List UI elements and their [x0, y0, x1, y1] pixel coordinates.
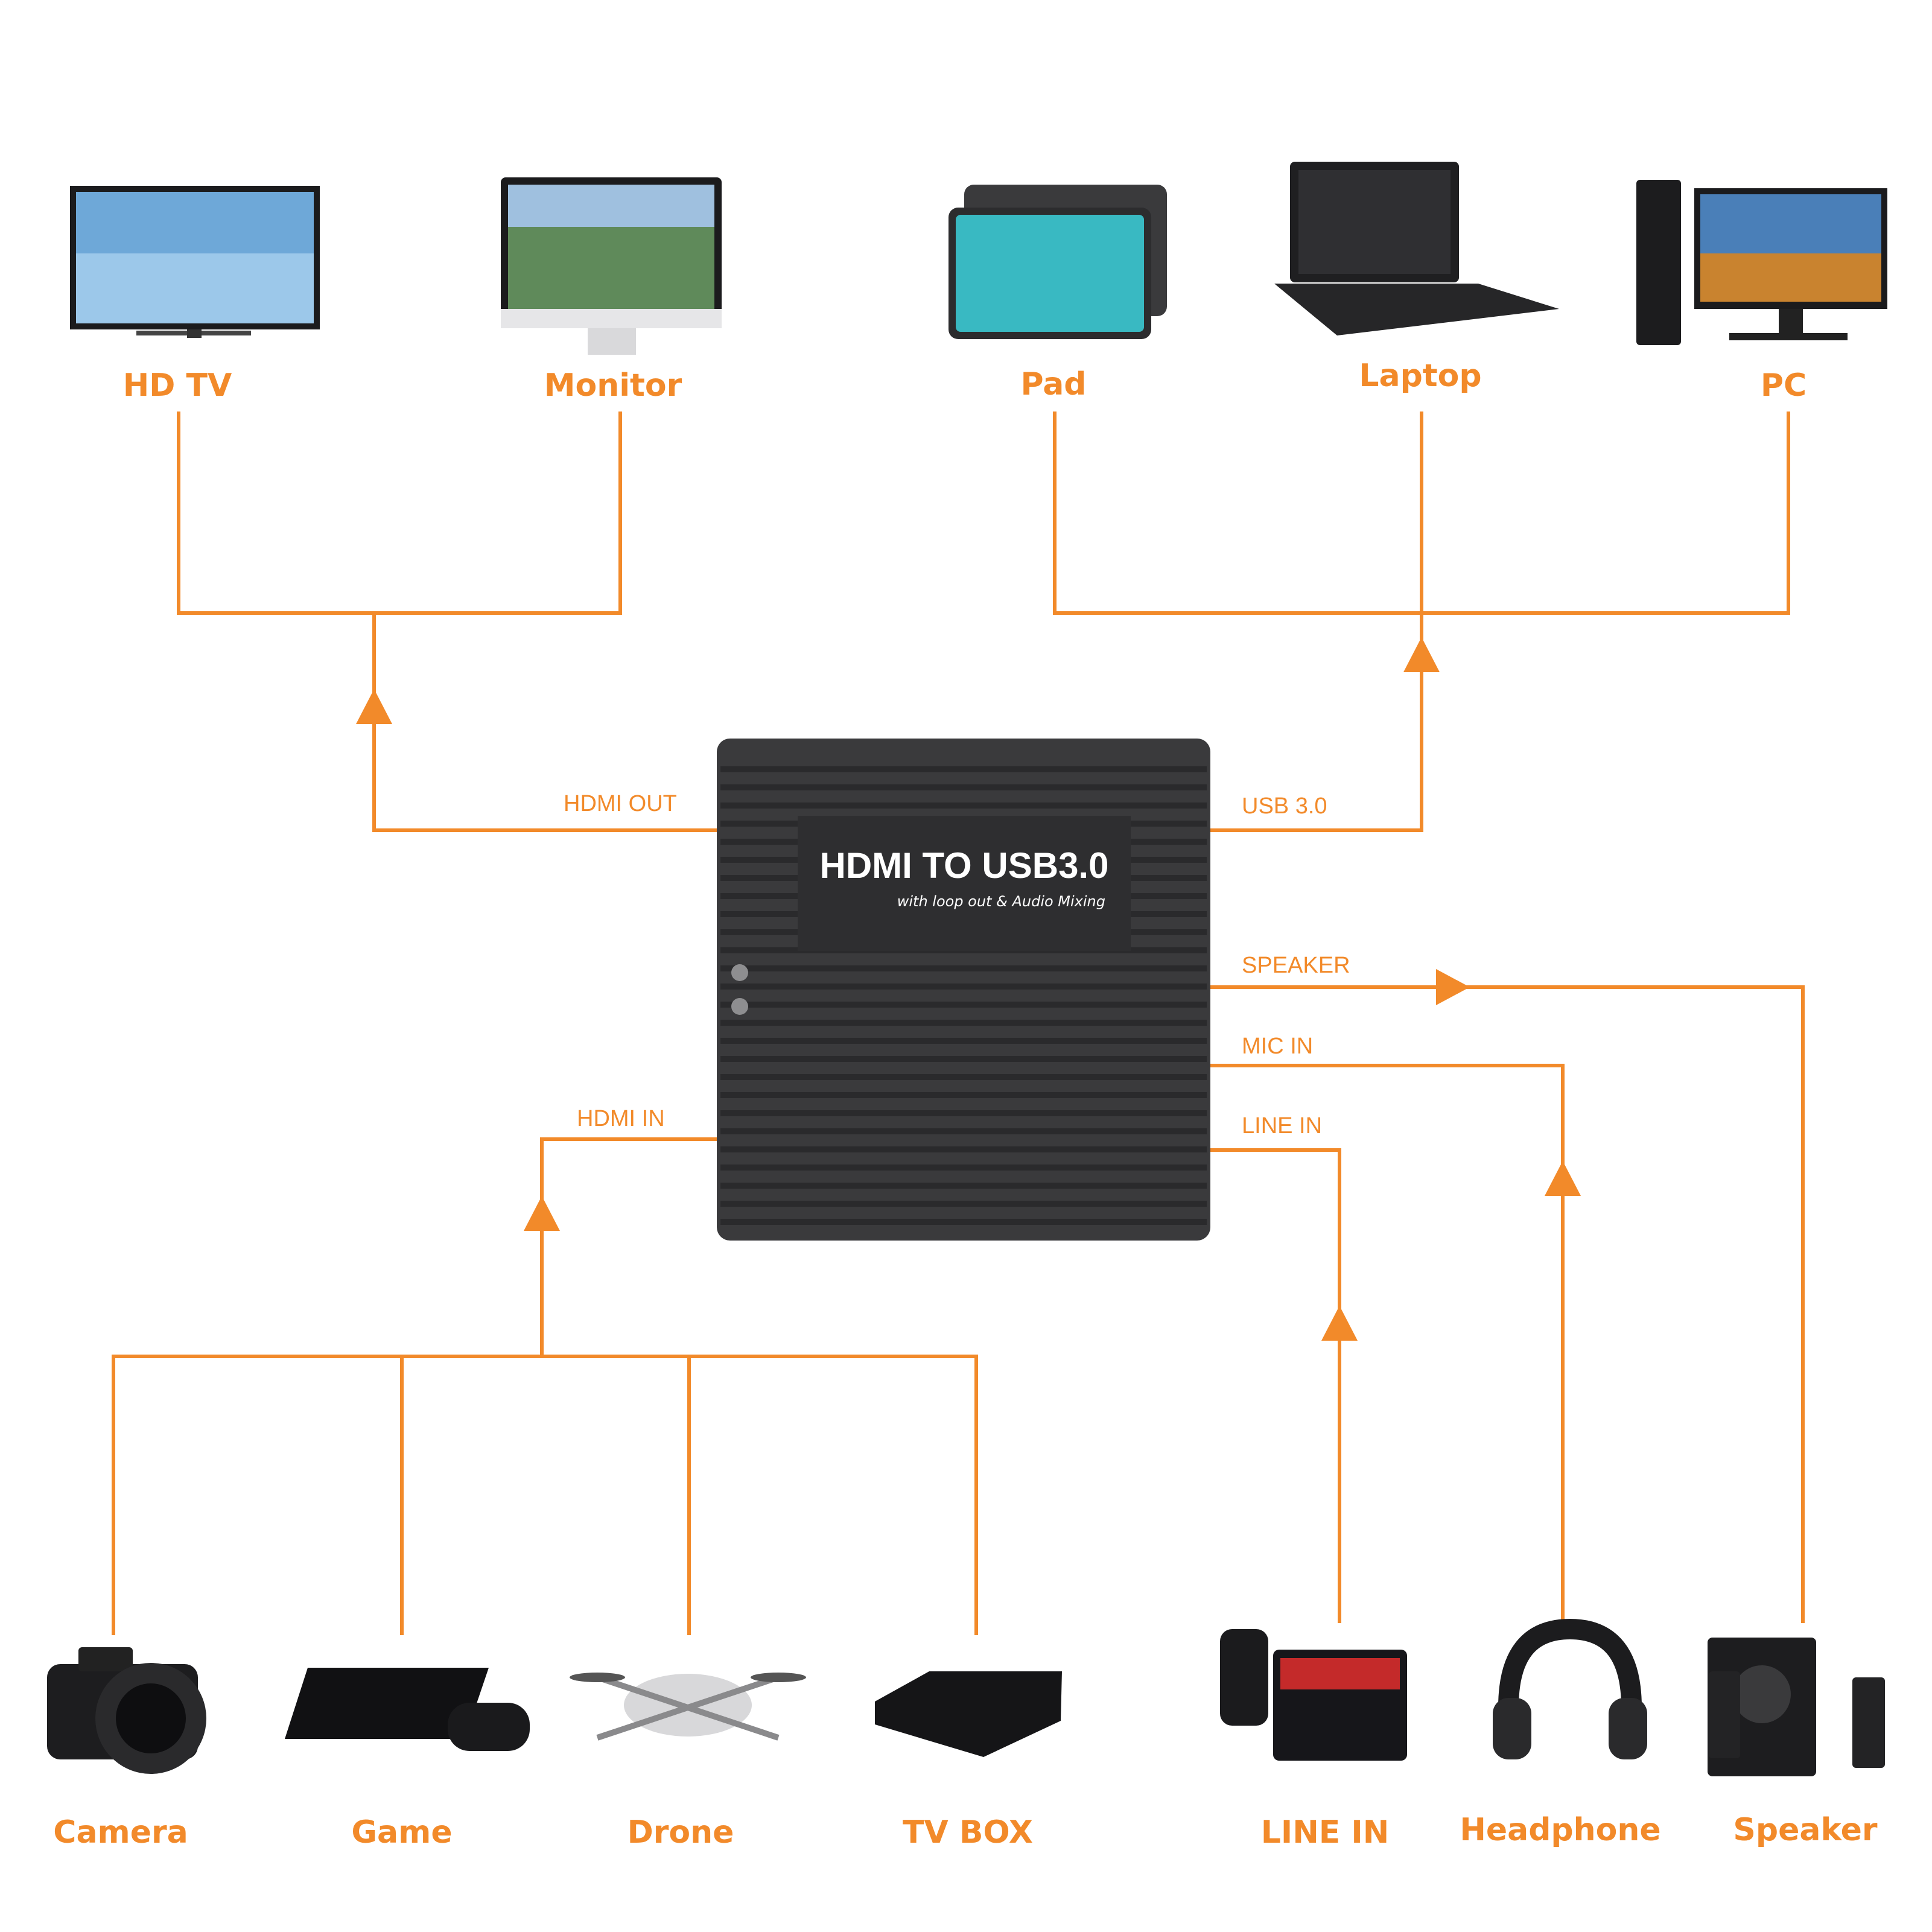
arrow-up-icon — [1545, 1161, 1581, 1196]
device-label-line-in: LINE IN — [1261, 1814, 1390, 1851]
wire-hdmi-in — [540, 1137, 717, 1356]
port-label-mic-in: MIC IN — [1242, 1034, 1313, 1059]
port-label-hdmi-in: HDMI IN — [577, 1106, 665, 1131]
device-label-game: Game — [351, 1814, 452, 1851]
game-console-icon — [285, 1668, 530, 1751]
tablet-icon — [949, 185, 1167, 339]
rib-line — [720, 1183, 1207, 1189]
port-label-line-in: LINE IN — [1242, 1113, 1322, 1139]
wire-monitor — [374, 412, 622, 615]
hub-title: HDMI TO USB3.0 — [820, 845, 1109, 886]
drone-icon — [570, 1673, 806, 1741]
rib-line — [720, 802, 1207, 809]
port-label-usb: USB 3.0 — [1242, 793, 1327, 819]
desktop-pc-icon — [1636, 180, 1887, 345]
arrow-up-icon — [524, 1196, 560, 1231]
monitor-icon — [501, 177, 722, 355]
rib-line — [720, 1110, 1207, 1116]
arrow-up-icon — [1403, 637, 1440, 672]
rib-line — [720, 983, 1207, 990]
device-label-drone: Drone — [628, 1814, 734, 1851]
device-label-tv-box: TV BOX — [903, 1814, 1033, 1851]
rib-line — [720, 1020, 1207, 1026]
device-label-pad: Pad — [1020, 366, 1086, 402]
wire-line-in — [1209, 1148, 1341, 1623]
rib-line — [720, 784, 1207, 790]
wire-hdmi-out — [372, 613, 717, 832]
rib-line — [720, 1056, 1207, 1062]
rib-line — [720, 1002, 1207, 1008]
hub-subtitle: with loop out & Audio Mixing — [897, 893, 1105, 910]
arrow-up-icon — [356, 689, 392, 724]
arrow-up-icon — [1321, 1306, 1358, 1341]
port-label-hdmi-out: HDMI OUT — [564, 791, 677, 816]
rib-line — [720, 1074, 1207, 1080]
rib-line — [720, 1219, 1207, 1225]
hdmi-usb-capture-device: HDMI TO USB3.0 with loop out & Audio Mix… — [717, 739, 1210, 1241]
device-label-headphone: Headphone — [1460, 1812, 1660, 1848]
rib-line — [720, 1146, 1207, 1152]
arrow-right-icon — [1436, 969, 1470, 1005]
device-label-hdtv: HD TV — [123, 367, 232, 404]
wire-hdtv — [177, 412, 374, 615]
sound-mixer-icon — [1220, 1629, 1407, 1761]
indicator-led-icon — [731, 964, 748, 981]
tv-box-icon — [875, 1671, 1062, 1757]
wire-mic-in — [1209, 1064, 1565, 1623]
wire-speaker — [1209, 985, 1805, 1623]
device-label-speaker: Speaker — [1733, 1812, 1877, 1848]
rib-line — [720, 1165, 1207, 1171]
laptop-icon — [1274, 162, 1559, 335]
speaker-icon — [1708, 1638, 1885, 1776]
rib-line — [720, 1128, 1207, 1134]
device-label-camera: Camera — [53, 1814, 188, 1851]
wires — [112, 412, 1805, 1635]
wire-inputs-bus — [112, 1355, 978, 1635]
rib-line — [720, 1038, 1207, 1044]
device-label-pc: PC — [1761, 367, 1806, 404]
tv-icon — [70, 186, 320, 338]
wire-usb — [1209, 613, 1423, 832]
port-labels: HDMI OUT USB 3.0 SPEAKER MIC IN LINE IN … — [564, 791, 1350, 1139]
arrows — [356, 637, 1581, 1341]
rib-line — [720, 1201, 1207, 1207]
port-label-speaker: SPEAKER — [1242, 953, 1350, 978]
rib-line — [720, 766, 1207, 772]
indicator-led-icon — [731, 998, 748, 1015]
camera-icon — [47, 1647, 206, 1774]
rib-line — [720, 965, 1207, 971]
device-label-monitor: Monitor — [544, 367, 682, 404]
headphone-icon — [1493, 1618, 1647, 1759]
rib-line — [720, 1092, 1207, 1098]
device-label-laptop: Laptop — [1359, 358, 1481, 394]
